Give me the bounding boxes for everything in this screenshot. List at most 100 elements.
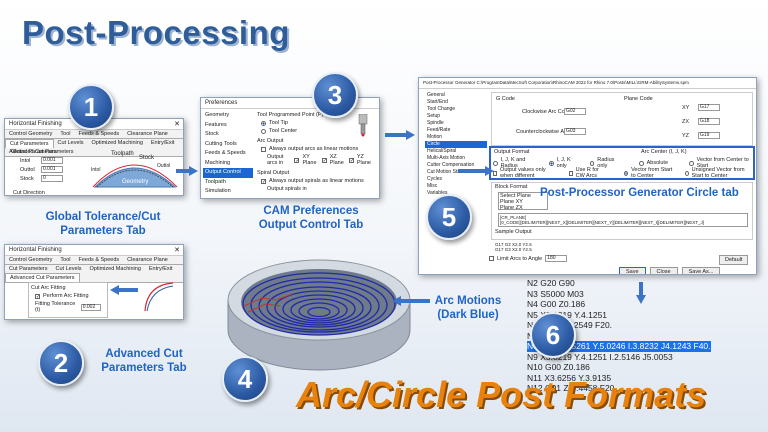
save-button[interactable]: Save — [619, 267, 646, 274]
nav-features[interactable]: Features — [205, 121, 227, 128]
zx-plane-code-field[interactable]: G18 — [698, 118, 720, 125]
tree-tool-change[interactable]: Tool Change — [427, 106, 456, 112]
tab-entry-exit[interactable]: Entry/Exit — [150, 140, 175, 146]
tab-tool[interactable]: Tool — [60, 131, 71, 137]
outtol-field[interactable]: 0.001 — [41, 166, 63, 173]
block-editor[interactable]: [CR_PLANE] [0_CODE][DELIMITER][NEXT_X][D… — [498, 213, 748, 227]
block-item-plane-xy[interactable]: Plane XY — [500, 199, 523, 205]
block-list[interactable]: Select Plane Plane XY Plane ZX — [498, 192, 548, 211]
tab-cut-parameters[interactable]: Cut Parameters — [9, 266, 48, 272]
tab-optimized-machining[interactable]: Optimized Machining — [91, 140, 143, 146]
close-icon[interactable]: ✕ — [174, 247, 180, 254]
arrow-right-icon — [458, 166, 494, 176]
save-as-button[interactable]: Save As... — [681, 267, 721, 274]
cw-arc-field[interactable]: G02 — [564, 108, 586, 115]
vector-center-start-radio[interactable] — [689, 160, 694, 166]
limit-arcs-field[interactable]: 180 — [545, 255, 568, 262]
radius-only-radio[interactable] — [589, 160, 595, 166]
block-item-select-plane[interactable]: Select Plane — [500, 193, 531, 199]
window-title-text: Post-Processor Generator — [423, 80, 476, 85]
tab-clearance-plane[interactable]: Clearance Plane — [127, 257, 168, 263]
spiral-linear-checkbox[interactable]: ✓ — [261, 178, 267, 185]
tool-tip-radio[interactable] — [261, 120, 266, 126]
tab-optimized-machining[interactable]: Optimized Machining — [89, 266, 141, 272]
tree-variables[interactable]: Variables — [427, 190, 448, 196]
tab-control-geometry[interactable]: Control Geometry — [9, 131, 53, 137]
tree-circle[interactable]: Circle — [425, 141, 487, 148]
arc-linear-checkbox[interactable] — [261, 146, 266, 152]
tool-center-row: Tool Center — [261, 128, 373, 134]
tree-start-end[interactable]: Start/End — [427, 99, 448, 105]
arc-center-label: Arc Center (I, J, K) — [641, 149, 687, 155]
tab-tool[interactable]: Tool — [60, 257, 71, 263]
caption-line: Parameters Tab — [101, 362, 187, 374]
block-line-2: [0_CODE][DELIMITER][NEXT_X][DELIMITER][N… — [500, 220, 705, 225]
nav-stock[interactable]: Stock — [205, 131, 219, 137]
tree-setup[interactable]: Setup — [427, 113, 441, 119]
tree-helical-spiral[interactable]: Helical/Spiral — [427, 148, 457, 154]
tree-cut-motion[interactable]: Cut Motion Start/End — [427, 169, 474, 175]
tree-spindle[interactable]: Spindle — [427, 120, 444, 126]
yz-plane-code-label: YZ — [682, 133, 690, 139]
nav-output-control[interactable]: Output Control — [203, 168, 253, 178]
tab-clearance-plane[interactable]: Clearance Plane — [127, 131, 168, 137]
stock-field[interactable]: 0 — [41, 175, 63, 182]
tab-feeds-speeds[interactable]: Feeds & Speeds — [78, 131, 120, 137]
ccw-arc-field[interactable]: G03 — [564, 128, 586, 135]
tree-multi-axis[interactable]: Multi-Axis Motion — [427, 155, 466, 161]
yz-plane-checkbox[interactable]: ✓ — [348, 157, 355, 164]
tree-cutter-comp[interactable]: Cutter Compensation — [427, 162, 475, 168]
use-r-cw-checkbox[interactable] — [568, 170, 573, 176]
tree-general[interactable]: General — [427, 92, 445, 98]
fitting-tolerance-field[interactable]: 0.002 — [80, 303, 101, 311]
step-badge-2: 2 — [38, 340, 84, 386]
output-when-different-label: Output values only when different — [500, 167, 546, 179]
tab-control-geometry[interactable]: Control Geometry — [9, 257, 53, 263]
arc-fitting-row: ✓Perform Arc Fitting — [35, 293, 101, 299]
ijk-only-radio[interactable] — [548, 160, 554, 166]
tree-motion[interactable]: Motion — [427, 134, 443, 140]
nav-feeds-speeds[interactable]: Feeds & Speeds — [205, 150, 246, 156]
caption-line: Output Control Tab — [258, 219, 364, 231]
vector-start-center-radio[interactable] — [624, 170, 629, 176]
ijk-radius-radio[interactable] — [493, 160, 498, 166]
tab-advanced-cut-parameters[interactable]: Advanced Cut Parameters — [9, 149, 74, 155]
tool-center-radio[interactable] — [261, 128, 266, 134]
unsigned-vector-radio[interactable] — [684, 170, 689, 176]
nav-machining[interactable]: Machining — [205, 159, 231, 166]
tab-entry-exit[interactable]: Entry/Exit — [148, 266, 173, 272]
step-badge-6: 6 — [530, 312, 576, 358]
perform-arc-fitting-checkbox[interactable]: ✓ — [35, 293, 41, 300]
limit-arcs-checkbox[interactable] — [489, 256, 494, 261]
stock-label: Stock — [20, 175, 34, 182]
xy-plane-code-field[interactable]: G17 — [698, 104, 720, 111]
tab-cut-parameters[interactable]: Cut Parameters — [5, 139, 54, 148]
tab-cut-levels[interactable]: Cut Levels — [57, 140, 84, 146]
tree-cycles[interactable]: Cycles — [427, 176, 443, 182]
tab-advanced-cut-parameters[interactable]: Advanced Cut Parameters — [5, 273, 80, 282]
default-button[interactable]: Default — [719, 255, 749, 265]
close-icon[interactable]: ✕ — [174, 121, 180, 128]
block-item-plane-zx[interactable]: Plane ZX — [500, 205, 523, 211]
xy-plane-checkbox[interactable]: ✓ — [294, 157, 300, 164]
close-button[interactable]: Close — [649, 267, 678, 274]
absolute-radio[interactable] — [639, 160, 644, 166]
footer-title: Arc/Circle Post Formats — [296, 374, 707, 415]
advanced-cut-window: Horizontal Finishing✕ Control Geometry T… — [4, 244, 184, 320]
spiral-linear-row: ✓Always output spirals as linear motions — [261, 178, 373, 184]
vector-center-start-label: Vector from Center to Start — [696, 157, 749, 169]
xz-plane-checkbox[interactable]: ✓ — [321, 157, 327, 164]
intol-field[interactable]: 0.001 — [41, 157, 63, 164]
nav-simulation[interactable]: Simulation — [205, 188, 231, 194]
tab-feeds-speeds[interactable]: Feeds & Speeds — [78, 257, 120, 263]
xy-plane-label: XY Plane — [302, 154, 317, 166]
tab-cut-levels[interactable]: Cut Levels — [55, 266, 82, 272]
nav-cutting-tools[interactable]: Cutting Tools — [205, 140, 237, 147]
nav-geometry[interactable]: Geometry — [205, 112, 230, 118]
tree-misc[interactable]: Misc — [427, 183, 438, 189]
nav-toolpath[interactable]: Toolpath — [205, 178, 226, 185]
yz-plane-code-field[interactable]: G19 — [698, 132, 720, 139]
tree-feed-rate[interactable]: Feed/Rate — [427, 127, 451, 133]
